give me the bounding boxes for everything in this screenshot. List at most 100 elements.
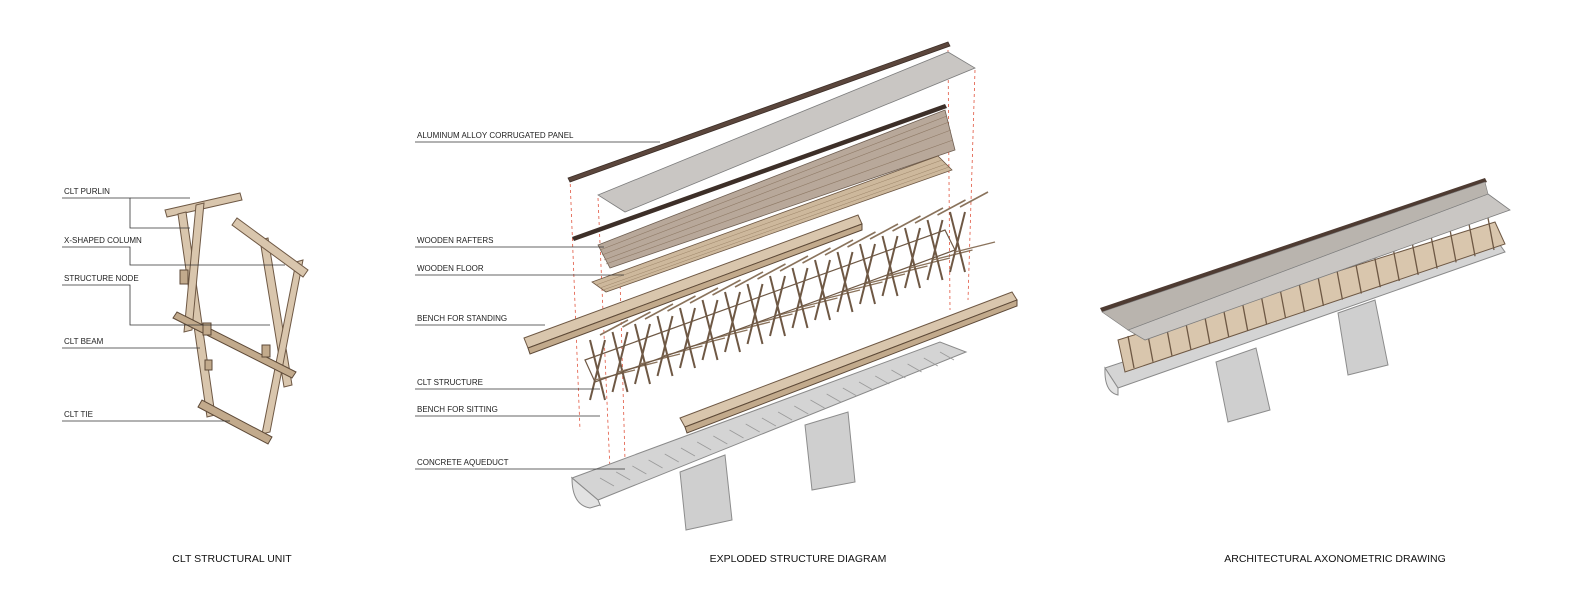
rafter-stripe-4 [605,139,954,265]
frame-member-b [746,283,764,345]
frame-member-c [937,199,966,216]
exploded-leaders [415,141,660,470]
projection-line-2 [597,197,611,471]
leader-structure-node [62,284,270,326]
clt-structure-layer [584,191,996,401]
axon-frame-post [1335,267,1344,300]
rafters-dark-edge [572,104,947,241]
frame-member-b [656,315,674,377]
frame-member-b [769,275,786,337]
axon-pier-1 [1215,347,1271,423]
axon-pier-2 [1337,299,1389,376]
frame-member-c [757,263,786,280]
clt-unit-labels: CLT PURLIN X-SHAPED COLUMN STRUCTURE NOD… [64,187,142,419]
frame-member-d [887,265,928,277]
frame-member-c [667,295,696,312]
floor-stripe-1 [595,159,943,286]
axon-frame-post [1127,335,1135,369]
floor-stripe-2 [599,163,947,289]
frame-member-c [869,223,899,240]
clt-unit-leaders [62,197,285,422]
bench-standing-side [527,223,863,355]
frame-member-b [589,339,606,401]
aqueduct-pier-2 [804,411,856,491]
floor-stripe-3 [602,166,950,291]
bench-sitting-side [684,299,1018,434]
frame-member-d [954,241,996,253]
rafter-stripe-3 [603,129,952,261]
clt-unit-drawing [164,192,309,445]
frame-member-c [824,239,854,256]
axon-frame-post [1373,255,1381,288]
projection-line-3 [947,49,951,311]
aluminum-panel-layer [597,51,976,213]
aqueduct-rib [696,441,712,451]
aqueduct-ribs [599,351,955,487]
frame-member-c [734,271,764,288]
frame-member-d [819,289,861,301]
axon-frame-post [1392,248,1400,282]
rafter-stripe-2 [601,121,950,256]
frame-member-b [679,307,696,369]
clt-frame [926,199,973,281]
clt-frame [949,191,996,273]
aqueduct-rib [875,375,890,385]
aqueduct-rib [891,369,906,379]
x-column-right-b [261,259,304,435]
frame-member-b [926,219,944,281]
leader-x-column [62,246,285,266]
clt-frame [791,247,838,329]
axon-frame-post [1411,242,1419,275]
frame-member-d [797,297,838,309]
wooden-rafters-layer [572,104,956,269]
aqueduct-rib [939,351,955,361]
aqueduct-rib [648,459,663,469]
concrete-aqueduct-layer [570,341,968,531]
aqueduct-rib [615,471,631,481]
aqueduct-rib [632,465,647,475]
frame-member-c [779,255,809,272]
frame-member-d [864,273,906,285]
clt-tie-piece [197,399,273,445]
label-x-shaped-column: X-SHAPED COLUMN [64,236,142,245]
frame-member-c [892,215,921,232]
label-clt-purlin: CLT PURLIN [64,187,110,196]
frame-member-b [791,267,809,329]
floor-plate [591,155,953,293]
label-bench-for-sitting: BENCH FOR SITTING [417,405,498,414]
frame-member-b [836,251,854,313]
frame-member-b [859,243,876,305]
aqueduct-rib [713,435,728,445]
aqueduct-rib [826,393,841,403]
clt-frame [746,263,793,345]
frame-member-b [724,291,741,353]
frame-member-c [802,247,831,264]
axon-frame-post [1297,279,1306,313]
label-concrete-aqueduct: CONCRETE AQUEDUCT [417,458,509,467]
frame-member-b [881,235,899,297]
label-clt-structure: CLT STRUCTURE [417,378,483,387]
aqueduct-pier-1 [679,454,733,531]
label-structure-node: STRUCTURE NODE [64,274,139,283]
clt-frame [724,271,771,353]
clt-frame [859,223,906,305]
label-wooden-rafters: WOODEN RAFTERS [417,236,493,245]
frame-member-b [814,259,831,321]
projection-line-1 [569,177,581,431]
aqueduct-rib [745,423,760,433]
aluminum-panel-edge [567,41,951,183]
axon-clt-body [1117,221,1506,373]
axon-roof-slope [1101,181,1489,331]
aqueduct-rib [907,363,922,373]
clt-frame [769,255,816,337]
aqueduct-rib [858,381,874,391]
frame-member-d [774,305,816,317]
frame-member-c [847,231,876,248]
axon-roof-ridge [1100,178,1487,312]
clt-frame [836,231,883,313]
clt-unit-panel: CLT PURLIN X-SHAPED COLUMN STRUCTURE NOD… [62,187,309,565]
label-clt-tie: CLT TIE [64,410,93,419]
axon-aqueduct-end [1104,366,1119,396]
frame-member-c [599,319,629,336]
